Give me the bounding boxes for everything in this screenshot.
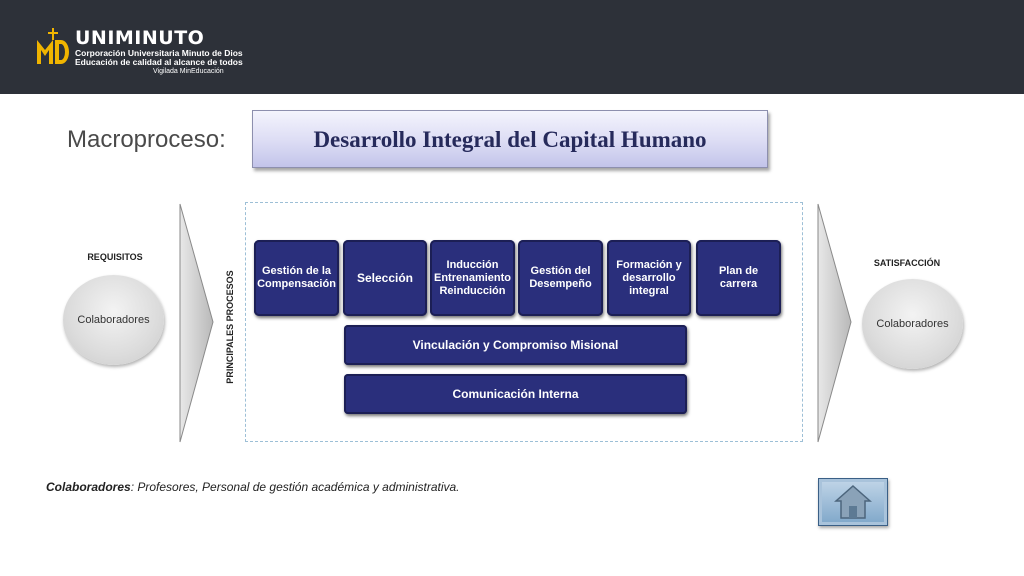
macroproceso-title-box: Desarrollo Integral del Capital Humano: [252, 110, 768, 168]
logo-tagline: Educación de calidad al alcance de todos: [75, 57, 243, 67]
output-arrow-icon: [817, 203, 852, 443]
requisitos-circle-text: Colaboradores: [77, 314, 150, 326]
process-induccion: Inducción Entrenamiento Reinducción: [430, 240, 515, 316]
principales-procesos-label: PRINCIPALES PROCESOS: [225, 270, 235, 384]
satisfaccion-circle-text: Colaboradores: [876, 318, 949, 330]
process-vinculacion: Vinculación y Compromiso Misional: [344, 325, 687, 365]
uniminuto-logo: UNIMINUTO Corporación Universitaria Minu…: [35, 26, 243, 78]
process-plan-carrera: Plan de carrera: [696, 240, 781, 316]
process-comunicacion-interna: Comunicación Interna: [344, 374, 687, 414]
processes-frame: [245, 202, 803, 442]
satisfaccion-label: SATISFACCIÓN: [873, 258, 941, 268]
satisfaccion-circle: Colaboradores: [862, 279, 963, 369]
logo-subtitle: Corporación Universitaria Minuto de Dios: [75, 48, 243, 58]
logo-name: UNIMINUTO: [75, 27, 205, 49]
home-button[interactable]: [818, 478, 888, 526]
footnote-term: Colaboradores: [46, 480, 131, 494]
footnote: Colaboradores: Profesores, Personal de g…: [46, 480, 460, 494]
process-seleccion: Selección: [343, 240, 427, 316]
home-icon: [834, 484, 872, 519]
process-gestion-compensacion: Gestión de la Compensación: [254, 240, 339, 316]
header-bar: UNIMINUTO Corporación Universitaria Minu…: [0, 0, 1024, 94]
macroproceso-label: Macroproceso:: [67, 126, 226, 153]
process-formacion-desarrollo: Formación y desarrollo integral: [607, 240, 691, 316]
process-gestion-desempeno: Gestión del Desempeño: [518, 240, 603, 316]
footnote-text: : Profesores, Personal de gestión académ…: [130, 480, 460, 494]
requisitos-label: REQUISITOS: [87, 252, 143, 262]
logo-mark-icon: [37, 28, 69, 64]
macroproceso-title: Desarrollo Integral del Capital Humano: [313, 127, 707, 152]
logo-vigilada: Vigilada MinEducación: [153, 68, 224, 75]
requisitos-circle: Colaboradores: [63, 275, 164, 365]
input-arrow-icon: [179, 203, 214, 443]
